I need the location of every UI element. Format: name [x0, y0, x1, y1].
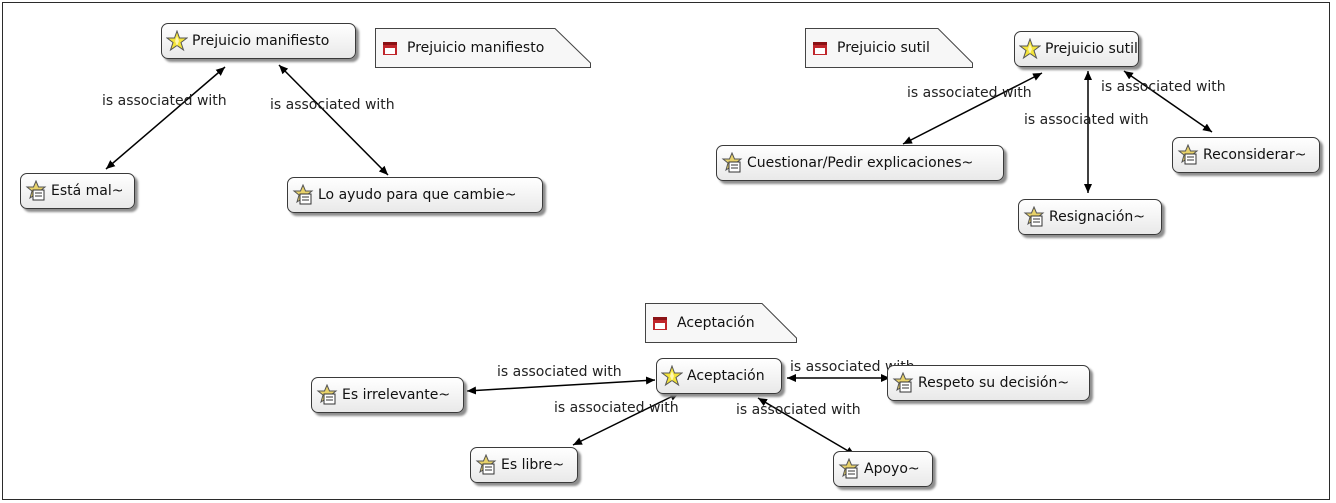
- node-label: Lo ayudo para que cambie~: [318, 187, 517, 203]
- code-node-lo-ayudo[interactable]: Lo ayudo para que cambie~: [287, 177, 543, 213]
- code-node-esta-mal[interactable]: Está mal~: [20, 173, 135, 209]
- code-icon: [475, 454, 497, 476]
- link-prejuicio-sutil-cuestionar[interactable]: [902, 72, 1043, 145]
- code-node-es-irrelevante[interactable]: Es irrelevante~: [311, 377, 464, 413]
- link-aceptacion-apoyo[interactable]: [757, 397, 856, 456]
- code-node-cuestionar[interactable]: Cuestionar/Pedir explicaciones~: [716, 145, 1004, 181]
- code-node-reconsiderar[interactable]: Reconsiderar~: [1172, 137, 1320, 173]
- edge-label: is associated with: [736, 402, 861, 418]
- code-node-aceptacion[interactable]: Aceptación: [656, 358, 782, 394]
- node-label: Prejuicio manifiesto: [192, 33, 330, 49]
- memo-prejuicio-sutil[interactable]: Prejuicio sutil: [805, 28, 973, 68]
- edge-label: is associated with: [554, 400, 679, 416]
- node-label: Aceptación: [687, 368, 765, 384]
- code-icon: [892, 372, 914, 394]
- node-label: Respeto su decisión~: [918, 375, 1070, 391]
- star-code-icon: [661, 365, 683, 387]
- edge-label: is associated with: [270, 97, 395, 113]
- node-label: Cuestionar/Pedir explicaciones~: [747, 155, 974, 171]
- code-node-apoyo[interactable]: Apoyo~: [833, 451, 933, 487]
- link-prejuicio-manifiesto-esta-mal[interactable]: [105, 66, 226, 170]
- code-icon: [838, 458, 860, 480]
- memo-aceptacion[interactable]: Aceptación: [645, 303, 797, 343]
- edge-label: is associated with: [907, 85, 1032, 101]
- memo-icon: [651, 314, 669, 332]
- link-aceptacion-es-libre[interactable]: [572, 392, 680, 446]
- node-label: Prejuicio sutil: [1045, 41, 1138, 57]
- node-label: Es irrelevante~: [342, 387, 451, 403]
- node-label: Está mal~: [51, 183, 124, 199]
- code-icon: [25, 180, 47, 202]
- star-code-icon: [1019, 38, 1041, 60]
- link-aceptacion-es-irrelevante[interactable]: [466, 376, 656, 395]
- code-node-prejuicio-sutil[interactable]: Prejuicio sutil: [1014, 31, 1139, 67]
- code-node-resignacion[interactable]: Resignación~: [1018, 199, 1162, 235]
- edge-label: is associated with: [102, 93, 227, 109]
- code-icon: [721, 152, 743, 174]
- code-node-prejuicio-manifiesto[interactable]: Prejuicio manifiesto: [161, 23, 356, 59]
- link-prejuicio-sutil-reconsiderar[interactable]: [1123, 70, 1213, 133]
- node-label: Apoyo~: [864, 461, 920, 477]
- edge-label: is associated with: [1101, 79, 1226, 95]
- code-node-es-libre[interactable]: Es libre~: [470, 447, 578, 483]
- code-node-respeto[interactable]: Respeto su decisión~: [887, 365, 1090, 401]
- node-label: Resignación~: [1049, 209, 1145, 225]
- memo-label: Prejuicio sutil: [837, 40, 930, 56]
- link-prejuicio-manifiesto-lo-ayudo[interactable]: [278, 64, 389, 176]
- edge-label: is associated with: [1024, 112, 1149, 128]
- code-icon: [1177, 144, 1199, 166]
- star-code-icon: [166, 30, 188, 52]
- edge-label: is associated with: [790, 359, 915, 375]
- code-icon: [1023, 206, 1045, 228]
- code-icon: [292, 184, 314, 206]
- code-icon: [316, 384, 338, 406]
- memo-label: Prejuicio manifiesto: [407, 40, 545, 56]
- memo-prejuicio-manifiesto[interactable]: Prejuicio manifiesto: [375, 28, 591, 68]
- memo-icon: [811, 39, 829, 57]
- node-label: Es libre~: [501, 457, 565, 473]
- memo-icon: [381, 39, 399, 57]
- edge-label: is associated with: [497, 364, 622, 380]
- memo-label: Aceptación: [677, 315, 755, 331]
- node-label: Reconsiderar~: [1203, 147, 1307, 163]
